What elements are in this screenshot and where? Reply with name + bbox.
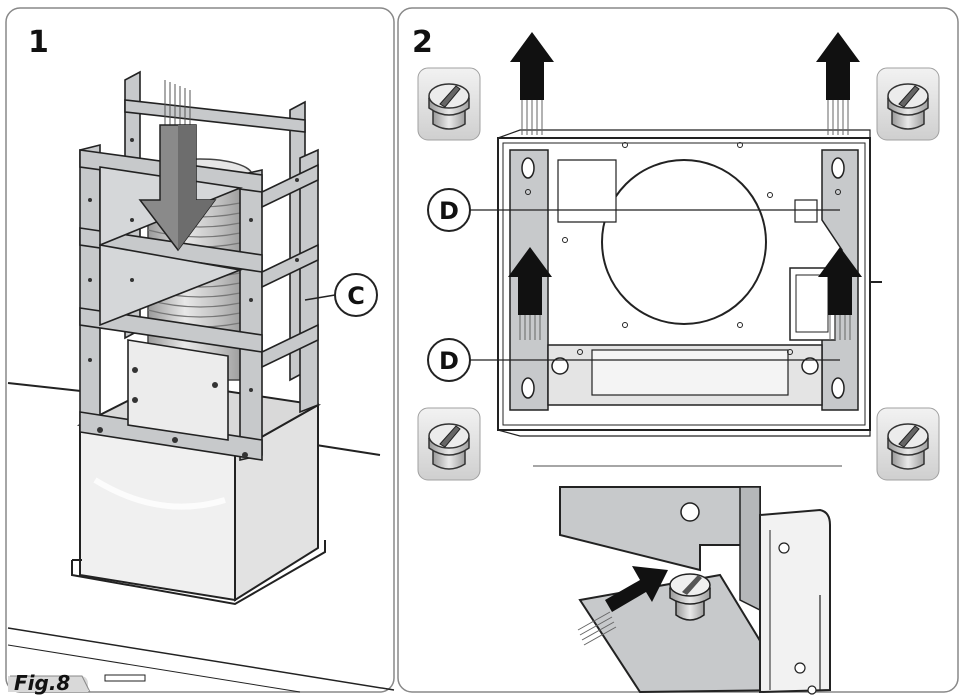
control-strip xyxy=(104,674,146,682)
arrow-up-icon xyxy=(816,32,860,135)
support-frame xyxy=(79,70,319,462)
callout-letter: C xyxy=(347,282,365,310)
panel-2: 2 xyxy=(397,7,959,695)
worktop-line xyxy=(7,644,301,693)
callout-d: D xyxy=(427,338,840,382)
callout-letter: D xyxy=(439,197,459,225)
screw-icon xyxy=(417,67,481,141)
arrow-up-icon xyxy=(818,247,862,340)
callout-letter: D xyxy=(439,347,459,375)
callout-d: D xyxy=(427,188,840,232)
screw-icon xyxy=(669,573,711,621)
panel-number: 2 xyxy=(412,25,433,60)
screw-icon xyxy=(417,407,481,481)
panel-number: 1 xyxy=(28,25,49,60)
figure-label: Fig.8 xyxy=(14,671,70,695)
panel-1: 1 xyxy=(5,7,395,695)
mounting-plate xyxy=(497,129,882,437)
worktop-line xyxy=(7,627,395,691)
figure-label-tab: Fig.8 xyxy=(8,671,91,695)
ceiling-line xyxy=(315,444,381,456)
detail-view xyxy=(559,486,831,695)
callout-c: C xyxy=(304,273,378,317)
arrow-up-icon xyxy=(510,32,554,135)
arrow-down-icon xyxy=(138,80,217,252)
ceiling-line xyxy=(7,382,91,393)
arrow-up-icon xyxy=(508,247,552,340)
screw-icon xyxy=(876,67,940,141)
frame-holes xyxy=(88,138,299,458)
arrow-diagonal-icon xyxy=(577,566,668,646)
screw-icon xyxy=(876,407,940,481)
